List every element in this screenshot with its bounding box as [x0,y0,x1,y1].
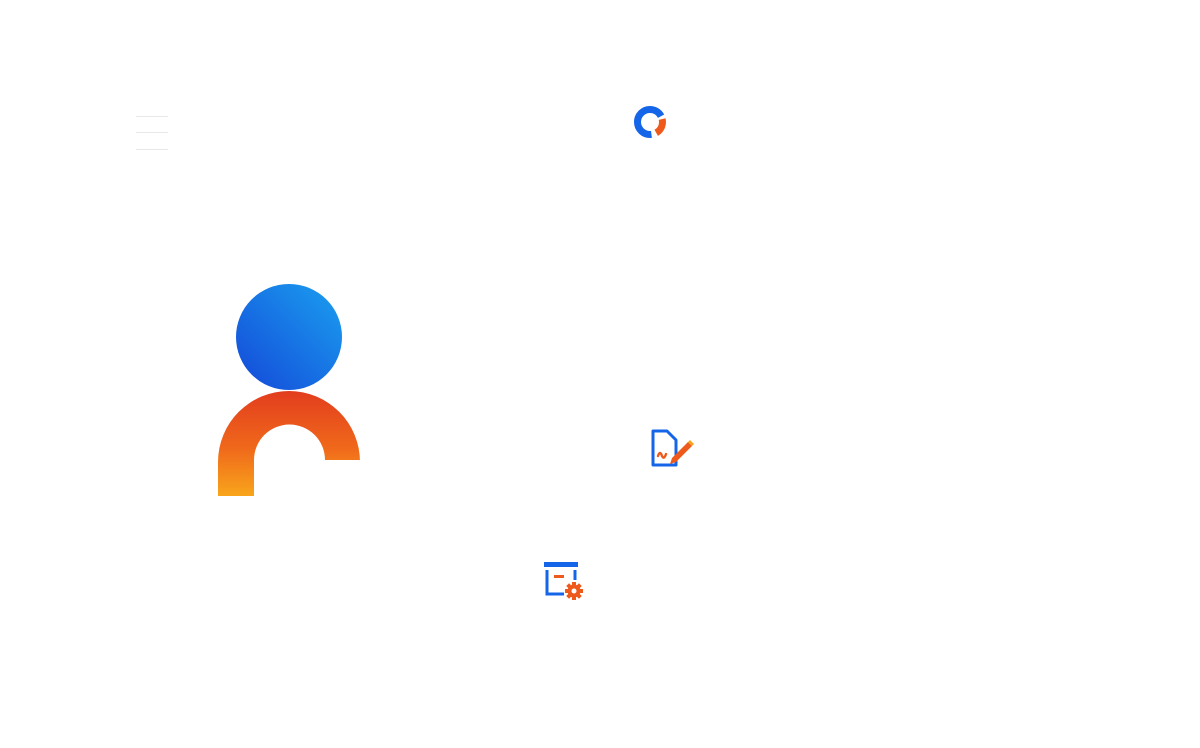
user-avatar-icon [218,284,362,496]
avatar-body [218,391,360,496]
avatar-head [236,284,342,390]
archive-settings-icon [542,560,586,602]
document-signature-icon [650,428,696,468]
menu-button[interactable] [128,108,176,156]
gear-icon [565,582,583,600]
ring-logo-icon[interactable] [632,104,668,140]
